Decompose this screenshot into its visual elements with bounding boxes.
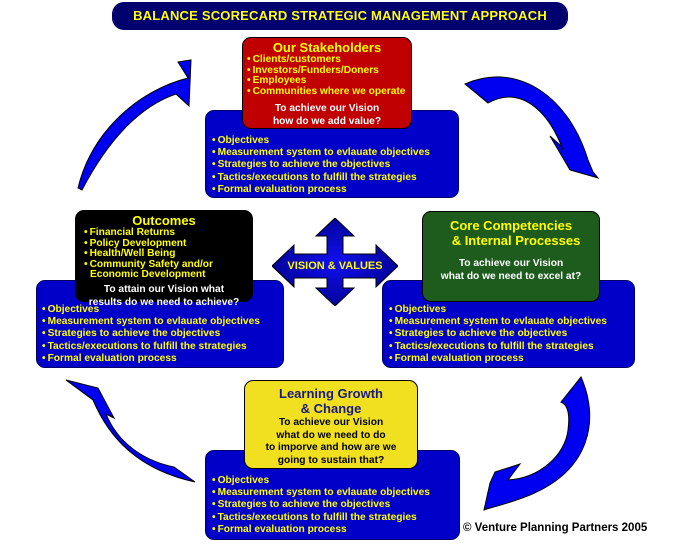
list-item: Measurement system to evlauate objective… <box>212 147 430 159</box>
list-item: Formal evaluation process <box>389 353 607 365</box>
list-item: Policy Development <box>84 238 252 250</box>
heading-line: & Change <box>300 401 362 416</box>
learning-details-list: Objectives Measurement system to evlauat… <box>212 475 430 536</box>
vision-values-label: VISION & VALUES <box>287 260 383 272</box>
question-line: To attain our Vision what <box>103 283 225 295</box>
list-item: Financial Returns <box>84 227 252 239</box>
list-item: Investors/Funders/Doners <box>247 65 411 77</box>
list-item: Objectives <box>389 304 607 316</box>
question-line: going to sustain that? <box>277 454 385 466</box>
list-item: Economic Development <box>90 269 206 280</box>
list-item: Tactics/executions to fulfill the strate… <box>42 341 260 353</box>
list-item: Community Safety and/or <box>84 259 252 271</box>
stakeholders-heading: Our Stakeholders <box>272 40 382 55</box>
heading-line: Core Competencies <box>449 218 573 233</box>
curved-arrow-bottom-right-icon <box>483 376 591 511</box>
question-line: To achieve our Vision <box>458 258 564 269</box>
diagram-title: BALANCE SCORECARD STRATEGIC MANAGEMENT A… <box>112 2 568 30</box>
list-item: Strategies to achieve the objectives <box>42 328 260 340</box>
list-item: Strategies to achieve the objectives <box>212 159 430 171</box>
list-item: Strategies to achieve the objectives <box>212 499 430 511</box>
question-line: how do we add value? <box>272 116 382 127</box>
list-item: Clients/customers <box>247 54 411 66</box>
question-line: what do we need to do <box>276 429 386 441</box>
list-item: Tactics/executions to fulfill the strate… <box>212 172 430 184</box>
core-heading: Core Competencies & Internal Processes <box>423 218 599 248</box>
list-item: Objectives <box>212 475 430 487</box>
curved-arrow-top-left-icon <box>77 59 192 191</box>
stakeholders-card: Our Stakeholders Clients/customers Inves… <box>242 37 412 129</box>
core-details-list: Objectives Measurement system to evlauat… <box>389 304 607 365</box>
heading-line: Learning Growth <box>279 386 383 401</box>
list-item: Strategies to achieve the objectives <box>389 328 607 340</box>
list-item: Measurement system to evlauate objective… <box>389 316 607 328</box>
outcomes-list: Financial Returns Policy Development Hea… <box>84 227 252 281</box>
learning-heading: Learning Growth & Change <box>245 386 417 416</box>
copyright-text: © Venture Planning Partners 2005 <box>463 522 648 534</box>
learning-card: Learning Growth & Change To achieve our … <box>244 380 418 469</box>
core-question: To achieve our Vision what do we need to… <box>423 257 599 283</box>
stakeholders-question: To achieve our Vision how do we add valu… <box>243 102 411 128</box>
outcomes-card: Outcomes Financial Returns Policy Develo… <box>75 210 253 308</box>
list-item: Formal evaluation process <box>212 524 430 536</box>
question-line: results do we need to achieve? <box>88 296 240 308</box>
outcomes-question: To attain our Vision what results do we … <box>76 283 252 309</box>
curved-arrow-bottom-left-icon <box>65 379 196 483</box>
list-item: Tactics/executions to fulfill the strate… <box>389 341 607 353</box>
list-item: Communities where we operate <box>247 86 411 98</box>
outcomes-heading: Outcomes <box>132 213 196 228</box>
list-item: Objectives <box>212 135 430 147</box>
curved-arrow-top-right-icon <box>464 76 600 179</box>
list-item: Formal evaluation process <box>212 184 430 196</box>
stakeholders-details-list: Objectives Measurement system to evlauat… <box>212 135 430 196</box>
list-item: Formal evaluation process <box>42 353 260 365</box>
outcomes-details-list: Objectives Measurement system to evlauat… <box>42 304 260 365</box>
list-item: Objectives <box>42 304 260 316</box>
list-item: Health/Well Being <box>84 248 252 260</box>
list-item: Tactics/executions to fulfill the strate… <box>212 512 430 524</box>
core-card: Core Competencies & Internal Processes T… <box>422 211 600 302</box>
list-item: Measurement system to evlauate objective… <box>42 316 260 328</box>
heading-line: & Internal Processes <box>451 233 581 248</box>
question-line: To achieve our Vision <box>278 417 384 428</box>
list-item: Measurement system to evlauate objective… <box>212 487 430 499</box>
learning-question: To achieve our Vision what do we need to… <box>245 417 417 467</box>
stakeholders-list: Clients/customers Investors/Funders/Done… <box>247 54 411 98</box>
question-line: what do we need to excel at? <box>440 271 582 282</box>
question-line: To achieve our Vision <box>274 103 380 114</box>
list-item: Employees <box>247 75 411 87</box>
four-way-arrow-icon <box>272 218 398 306</box>
question-line: to imporve and how are we <box>265 442 397 453</box>
